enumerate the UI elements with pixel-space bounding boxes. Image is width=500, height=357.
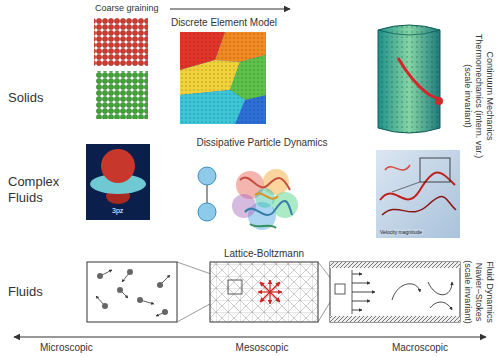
profile-arrow xyxy=(352,292,375,293)
zoom-lines xyxy=(177,262,335,322)
spring xyxy=(206,185,207,203)
particle xyxy=(102,303,108,309)
image-caption: Velocity magnitude xyxy=(379,229,423,235)
eddy-arrow xyxy=(392,284,420,300)
lattice-velocity xyxy=(269,280,270,292)
method-label: Dissipative Particle Dynamics xyxy=(196,137,327,149)
lattice-velocity xyxy=(260,282,270,292)
profile-arrow xyxy=(352,301,370,302)
chain xyxy=(255,193,278,198)
blob xyxy=(232,194,256,218)
polymer-blob xyxy=(232,169,298,230)
lattice-velocity xyxy=(269,292,270,304)
lattice-velocity xyxy=(270,291,282,292)
bead xyxy=(198,167,216,185)
particle xyxy=(162,309,168,315)
profile-arrow xyxy=(352,274,362,275)
scale-arrow xyxy=(14,337,486,338)
profile-arrow xyxy=(352,310,362,311)
inset-frame xyxy=(420,158,450,182)
orbital-background xyxy=(86,144,150,220)
method-label: Discrete Element Model xyxy=(171,17,277,29)
chain xyxy=(250,224,276,228)
mesh-texture xyxy=(378,25,440,133)
grain-patch xyxy=(180,32,266,124)
scale-label: Microscopic xyxy=(40,342,93,354)
row-label: Solids xyxy=(8,90,43,106)
wall xyxy=(330,262,460,268)
zoom-square xyxy=(335,284,345,294)
turbulence-image xyxy=(376,150,460,238)
green-atoms xyxy=(96,71,148,119)
lattice-velocity xyxy=(270,292,280,302)
zoom-square xyxy=(228,280,242,294)
image-caption: 3pz xyxy=(112,207,123,215)
flow-field xyxy=(376,150,460,238)
continuum-cylinder xyxy=(378,25,443,133)
shear-bulge xyxy=(435,97,443,105)
lattice-velocity xyxy=(270,282,280,292)
eddy-arrow xyxy=(428,282,452,295)
chain xyxy=(245,201,292,215)
row-label: Complex Fluids xyxy=(8,174,72,205)
wall xyxy=(330,316,460,322)
row-label: Fluids xyxy=(8,284,43,300)
vortex xyxy=(385,165,410,170)
profile-arrow xyxy=(352,283,370,284)
dem-grains xyxy=(180,32,266,124)
cylinder-body xyxy=(378,25,440,133)
vortex xyxy=(380,173,455,201)
vortex xyxy=(382,196,456,215)
particle xyxy=(117,287,123,293)
lattice-velocity xyxy=(258,291,270,292)
crystal-lattice xyxy=(94,18,148,119)
blob xyxy=(272,192,298,218)
inset-leader xyxy=(392,182,420,192)
eddy-arrow xyxy=(430,302,452,310)
dumbbell xyxy=(198,167,216,221)
chain xyxy=(240,178,290,190)
particle xyxy=(97,273,103,279)
grain-texture xyxy=(180,32,266,124)
method-label: Lattice-Boltzmann xyxy=(224,248,304,260)
channel-flow-box xyxy=(330,262,460,322)
theory-label: Continuum Mechanics Thermomechanics (int… xyxy=(463,26,495,166)
orbital-image xyxy=(86,144,150,220)
orbital-lobe xyxy=(101,149,135,183)
box-frame xyxy=(87,262,177,322)
lattice-velocity xyxy=(260,292,270,302)
box-frame xyxy=(330,262,460,322)
particle xyxy=(157,282,163,288)
lattice-grid xyxy=(210,262,318,322)
red-atoms xyxy=(94,18,148,66)
cylinder-rim xyxy=(378,30,440,35)
bead xyxy=(198,203,216,221)
particle xyxy=(137,297,143,303)
double-arrow xyxy=(14,337,486,338)
axis-label: Coarse graining xyxy=(95,3,159,14)
theory-label: Fluid Dynamics Navier–Stokes (scale inva… xyxy=(463,252,495,332)
lattice-box xyxy=(210,262,318,322)
arrow-line xyxy=(170,9,290,10)
scale-label: Mesoscopic xyxy=(236,342,289,354)
coarse-graining-arrow xyxy=(170,9,290,10)
scale-label: Macroscopic xyxy=(392,342,448,354)
particle-box xyxy=(87,262,177,322)
shear-band xyxy=(398,58,440,100)
particle xyxy=(127,269,133,275)
